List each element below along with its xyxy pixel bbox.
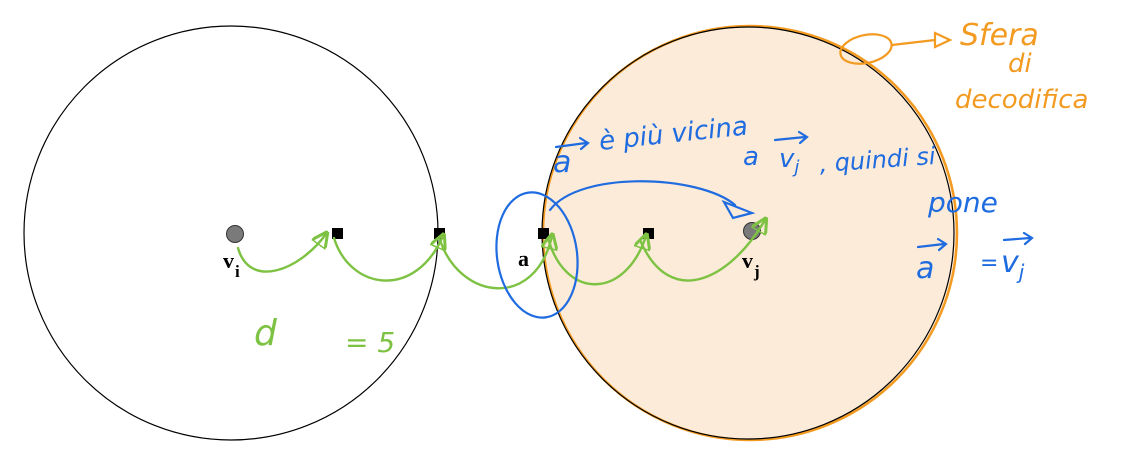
sphere-label-3: decodifica xyxy=(955,85,1088,115)
hop-3 xyxy=(438,236,552,290)
sphere-callout-arrow xyxy=(890,38,937,47)
label-vi: vi xyxy=(223,248,240,281)
distance-value: = 5 xyxy=(345,326,395,359)
hop-2 xyxy=(332,236,443,282)
eq-vj: vj xyxy=(1001,245,1025,284)
node-vi xyxy=(226,225,244,243)
note-a-vector: a xyxy=(553,145,571,180)
eq-sign: = xyxy=(980,251,998,276)
distance-d: d xyxy=(254,313,278,354)
intermediate-node-1 xyxy=(332,228,343,239)
note-sets: pone xyxy=(927,186,998,219)
label-vj: vj xyxy=(742,248,760,281)
label-a: a xyxy=(518,246,529,271)
orange-annotation xyxy=(839,31,953,65)
sphere-callout-ellipse xyxy=(839,33,893,65)
blue-annotations xyxy=(495,130,1034,319)
hop-4 xyxy=(546,236,646,286)
note-to: a xyxy=(743,142,759,172)
a-to-vj-arrow xyxy=(548,180,737,212)
sphere-label-2: di xyxy=(1008,49,1033,79)
a-to-vj-arrowhead xyxy=(721,199,756,220)
vec-arrow-a1 xyxy=(554,136,590,151)
hop-5 xyxy=(638,220,765,282)
sphere-label-1: Sfera xyxy=(960,18,1039,53)
vec-arrow-vj xyxy=(773,130,809,145)
hop-path xyxy=(236,220,765,290)
note-vj: vj xyxy=(779,144,799,178)
eq-a: a xyxy=(916,251,934,286)
vec-arrow-a2 xyxy=(916,237,948,252)
sphere-callout-arrowhead xyxy=(933,31,953,49)
hop-1 xyxy=(236,234,326,273)
vec-arrow-vj2 xyxy=(1002,231,1034,246)
highlight-a-ellipse xyxy=(495,191,579,319)
